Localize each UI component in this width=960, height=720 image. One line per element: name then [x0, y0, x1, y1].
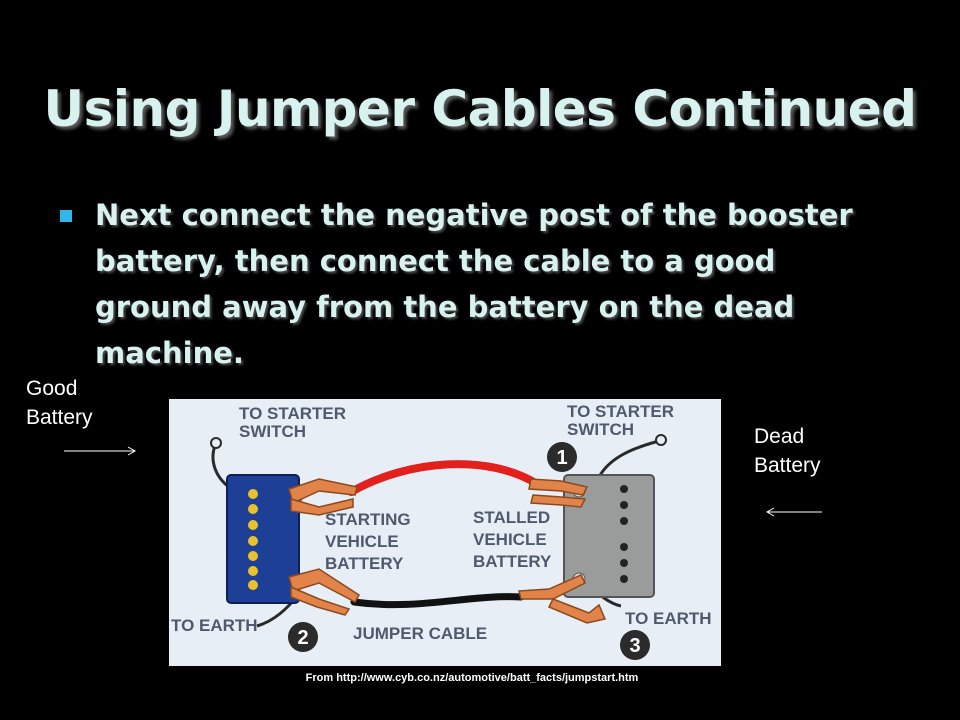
step-3-marker: [620, 630, 650, 660]
dead-battery-label: Dead Battery: [754, 422, 821, 480]
step-3-number: 3: [629, 635, 640, 657]
starting-label-1: STARTING: [325, 510, 411, 529]
right-starter-label-2: SWITCH: [567, 420, 634, 439]
bullet-marker-icon: [60, 210, 72, 222]
positive-cable: [347, 460, 541, 496]
good-battery-label: Good Battery: [26, 374, 93, 432]
starting-label-2: VEHICLE: [325, 532, 399, 551]
jumper-cable-diagram: 1 2 3 TO STARTER SWITCH TO STARTER SWITC…: [169, 399, 721, 666]
stalled-label-1: STALLED: [473, 508, 550, 527]
dead-label-line1: Dead: [754, 425, 805, 448]
dead-battery-cells: [620, 485, 628, 583]
dead-battery: [563, 474, 655, 598]
right-starter-label-1: TO STARTER: [567, 402, 674, 421]
good-label-line2: Battery: [26, 406, 93, 429]
left-starter-label-1: TO STARTER: [239, 404, 346, 423]
right-arrow-icon: [64, 446, 137, 456]
right-starter-terminal: [655, 434, 667, 446]
step-2-number: 2: [297, 627, 308, 649]
stalled-label-3: BATTERY: [473, 552, 552, 571]
left-arrow-icon: [765, 507, 822, 517]
step-2-marker: [288, 622, 318, 652]
booster-battery: [226, 474, 300, 604]
starting-label-3: BATTERY: [325, 554, 404, 573]
jumper-cable-label: JUMPER CABLE: [353, 624, 487, 643]
left-starter-label-2: SWITCH: [239, 422, 306, 441]
left-starter-terminal: [210, 437, 222, 449]
source-caption: From http://www.cyb.co.nz/automotive/bat…: [305, 672, 639, 684]
right-earth-label: TO EARTH: [625, 609, 712, 628]
right-starter-wire: [597, 439, 660, 478]
slide-title: Using Jumper Cables Continued: [43, 80, 917, 138]
negative-cable: [350, 593, 525, 609]
step-1-marker: [547, 442, 577, 472]
good-label-line1: Good: [26, 377, 78, 400]
step-1-number: 1: [556, 447, 567, 469]
bullet-item: Next connect the negative post of the bo…: [60, 192, 880, 376]
stalled-label-2: VEHICLE: [473, 530, 547, 549]
clamps: [288, 478, 607, 624]
dead-label-line2: Battery: [754, 454, 821, 477]
bullet-text: Next connect the negative post of the bo…: [95, 198, 853, 370]
left-earth-label: TO EARTH: [171, 616, 258, 635]
booster-battery-cells: [248, 489, 258, 590]
